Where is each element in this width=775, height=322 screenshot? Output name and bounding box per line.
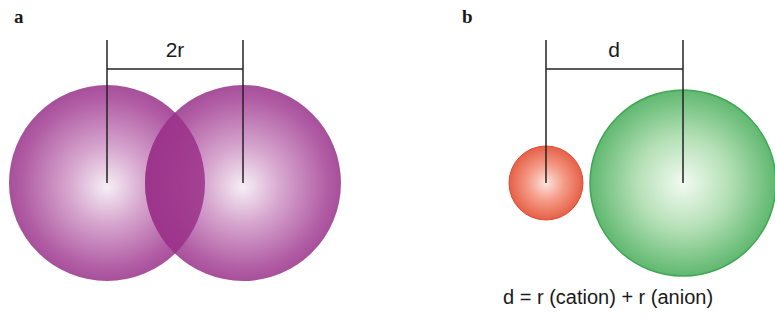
dimension-label: d [608, 38, 620, 62]
formula-caption: d = r (cation) + r (anion) [503, 286, 713, 309]
panel-letter: a [14, 6, 24, 28]
dimension-label: 2r [166, 38, 185, 62]
dimension-bracket [546, 40, 683, 183]
dimension-bracket [107, 40, 243, 183]
panel-letter: b [462, 6, 473, 28]
